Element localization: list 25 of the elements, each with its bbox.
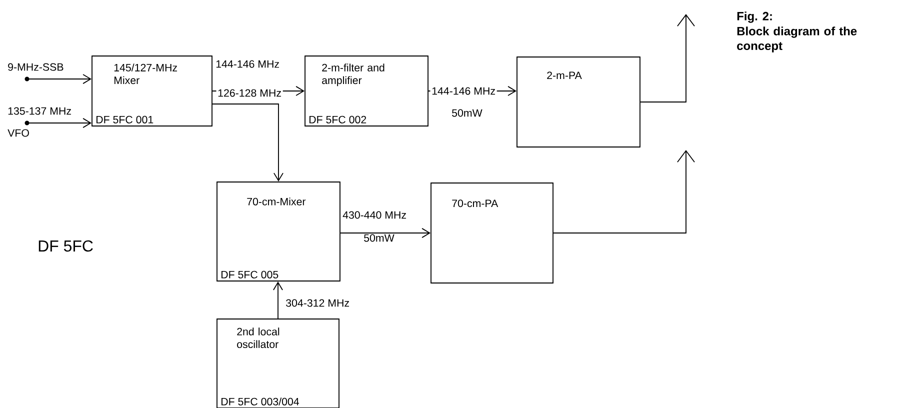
arrow: [553, 150, 695, 234]
block-box: 2-m-filter and amplifier DF 5FC 002: [304, 56, 428, 126]
text-label: 50mW: [364, 234, 394, 242]
block-box: 145/127-MHz Mixer DF 5FC 001: [92, 56, 212, 126]
edge-label: 144-146 MHz: [214, 58, 281, 70]
text-label: DF 5FC: [38, 240, 93, 252]
text-label: 50mW: [452, 109, 482, 117]
block-box: 2nd local oscillator DF 5FC 003/004: [216, 318, 340, 408]
arrow: [26, 118, 92, 128]
edge-label: 144-146 MHz: [430, 86, 497, 96]
edge-label: 126-128 MHz: [216, 88, 283, 98]
signal-label: VFO: [8, 129, 29, 137]
block-box: 2-m-PA: [516, 56, 640, 148]
arrow: [272, 282, 283, 319]
edge-label: 304-312 MHz: [284, 298, 351, 308]
arrow: [212, 104, 284, 182]
signal-label: 135-137 MHz: [8, 107, 71, 115]
arrow: [26, 74, 92, 84]
arrow: [340, 228, 431, 238]
signal-label: 9-MHz-SSB: [8, 63, 64, 71]
block-box: 70-cm-PA: [430, 182, 554, 284]
figure-title: Fig. 2:: [737, 12, 772, 23]
edge-label: 430-440 MHz: [341, 210, 408, 220]
caption: Block diagram of the concept: [737, 26, 857, 52]
arrow: [640, 14, 695, 102]
